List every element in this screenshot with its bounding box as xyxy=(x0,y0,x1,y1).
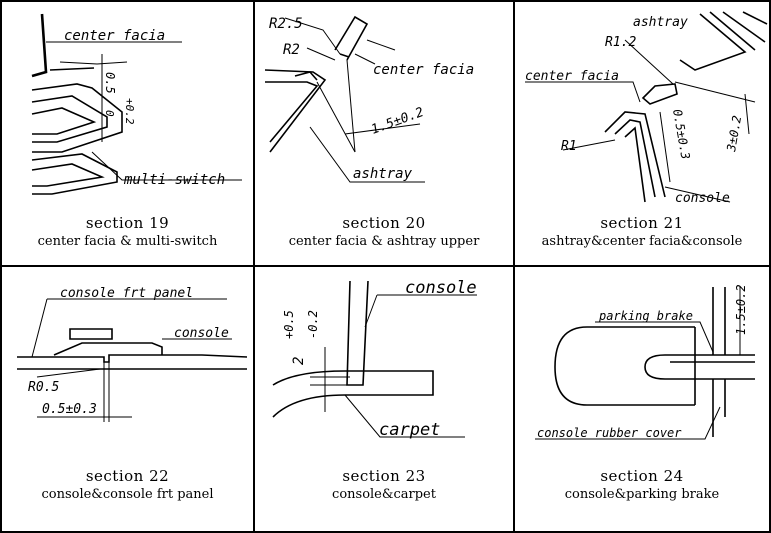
section-20-drawing xyxy=(264,15,425,183)
section-23-subtitle: console&carpet xyxy=(332,487,436,502)
grid-divider-h xyxy=(0,265,771,267)
section-24-title: section 24 xyxy=(600,467,684,485)
section-19-title: section 19 xyxy=(85,214,170,232)
grid-border-top xyxy=(0,0,771,2)
section-21-subtitle: ashtray&center facia&console xyxy=(541,234,743,249)
section-20-title: section 20 xyxy=(342,214,426,232)
section-22-drawing xyxy=(17,298,248,422)
section-22-subtitle: console&console frt panel xyxy=(41,487,214,502)
section-21-title: section 21 xyxy=(600,214,684,232)
section-20-subtitle: center facia & ashtray upper xyxy=(288,234,480,249)
section-20-cell: R2.5 R2 center facia 1.5±0.2 ashtray sec… xyxy=(255,2,513,265)
section-21-drawing xyxy=(525,11,768,203)
section-22-title: section 22 xyxy=(85,467,170,485)
section-24-drawing xyxy=(535,287,755,440)
section-19-cell: center facia multi-switch 0.5 +0.2 0 sec… xyxy=(2,2,253,265)
section-21-cell: ashtray R1.2 center facia R1 0.5±0.3 3±0… xyxy=(515,2,769,265)
section-23-title: section 23 xyxy=(342,467,426,485)
section-23-drawing xyxy=(272,280,477,438)
section-19-drawing xyxy=(31,13,242,195)
grid-border-bottom xyxy=(0,531,771,533)
section-24-subtitle: console&parking brake xyxy=(564,487,720,502)
section-22-cell: console frt panel console R0.5 0.5±0.3 s… xyxy=(2,267,253,531)
section-19-subtitle: center facia & multi-switch xyxy=(37,234,218,249)
section-23-cell: console +0.5 -0.2 2 carpet section 23 co… xyxy=(255,267,513,531)
section-24-cell: parking brake 1.5±0.2 console rubber cov… xyxy=(515,267,769,531)
